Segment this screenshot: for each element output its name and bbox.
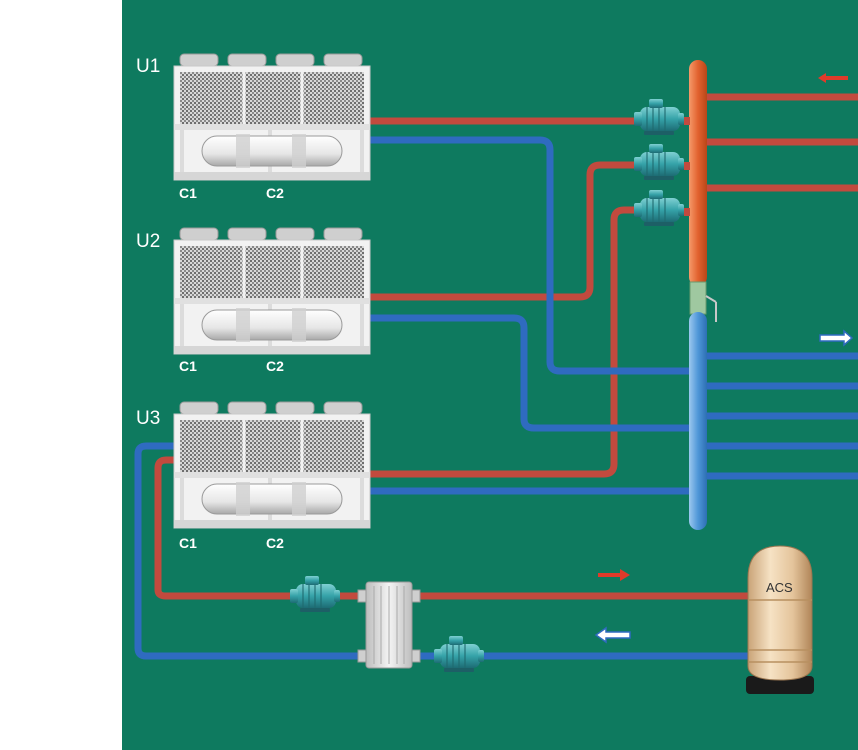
hot-pipes <box>154 93 858 600</box>
unit-label-u3: U3 <box>136 408 160 429</box>
plate-heat-exchanger-icon <box>357 581 421 669</box>
unit-label-u1: U1 <box>136 56 160 77</box>
hot-collector <box>689 60 707 286</box>
compressor-label: C1 <box>179 358 197 374</box>
arrow-left-red-icon <box>818 73 848 83</box>
unit-label-u2: U2 <box>136 231 160 252</box>
arrow-right-red-icon <box>598 569 630 581</box>
cold-collector <box>689 312 707 530</box>
cold-pipes <box>134 136 858 660</box>
compressor-label: C2 <box>266 185 284 201</box>
dhw-tank: ACS <box>746 545 814 694</box>
compressor-label: C1 <box>179 185 197 201</box>
arrow-left-blue-icon <box>594 626 631 644</box>
arrow-right-blue-icon <box>819 329 854 347</box>
chiller-unit-u2 <box>172 226 372 356</box>
compressor-label: C1 <box>179 535 197 551</box>
compressor-label: C2 <box>266 535 284 551</box>
chiller-unit-u1 <box>172 52 372 182</box>
compressor-label: C2 <box>266 358 284 374</box>
chiller-unit-u3 <box>172 400 372 530</box>
collector-valve <box>689 281 717 322</box>
tank-label: ACS <box>766 580 793 595</box>
